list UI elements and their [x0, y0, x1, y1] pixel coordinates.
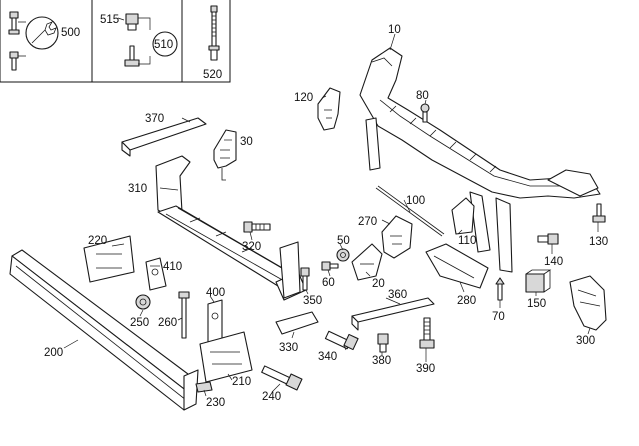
- callout-100: 100: [406, 195, 425, 207]
- callout-310: 310: [128, 183, 147, 195]
- part-210-mount: [199, 331, 253, 383]
- callout-30: 30: [240, 136, 253, 148]
- callout-320: 320: [242, 241, 261, 253]
- callout-400: 400: [206, 287, 225, 299]
- leader-lines: [63, 33, 599, 397]
- part-240-bolt: [261, 365, 303, 391]
- callout-500: 500: [61, 27, 80, 39]
- part-360-strip: [351, 297, 435, 331]
- callout-120: 120: [294, 92, 313, 104]
- part-70-stud: [495, 277, 505, 301]
- part-370-strip: [121, 117, 207, 157]
- part-280-shield: [425, 243, 489, 289]
- part-320-bolt: [243, 221, 271, 233]
- part-230-clip: [195, 381, 213, 393]
- callout-200: 200: [44, 347, 63, 359]
- part-520-stud: [208, 5, 220, 61]
- part-10-upper-crossmember: [359, 47, 601, 273]
- part-310-lower-crossmember: [155, 155, 307, 301]
- callout-230: 230: [206, 397, 225, 409]
- part-390-bolt: [419, 317, 435, 349]
- callout-330: 330: [279, 342, 298, 354]
- part-380-bolt: [377, 333, 389, 353]
- callout-520: 520: [203, 69, 222, 81]
- part-350-bolt: [300, 267, 310, 291]
- callout-60: 60: [322, 277, 335, 289]
- callout-70: 70: [492, 311, 505, 323]
- callout-50: 50: [337, 235, 350, 247]
- callout-110: 110: [458, 235, 476, 247]
- part-330-plate: [275, 311, 319, 335]
- part-20-bracket: [351, 243, 383, 281]
- part-340-bolt: [324, 330, 359, 351]
- part-250-nut: [135, 294, 151, 310]
- part-120-bracket: [317, 87, 341, 131]
- part-200-bumper-beam: [9, 249, 199, 411]
- callout-510: 510: [154, 39, 173, 51]
- part-220-bracket: [83, 235, 135, 283]
- inset-fastener-kits: [0, 0, 231, 83]
- callout-350: 350: [303, 295, 322, 307]
- part-270-bracket: [381, 215, 413, 259]
- callout-390: 390: [416, 363, 435, 375]
- callout-220: 220: [88, 235, 107, 247]
- callout-270: 270: [358, 216, 377, 228]
- part-260-bolt: [178, 291, 190, 339]
- part-100-rod: [375, 185, 445, 237]
- part-140-bolt: [537, 233, 559, 245]
- callout-300: 300: [576, 335, 595, 347]
- callout-370: 370: [145, 113, 164, 125]
- callout-340: 340: [318, 351, 337, 363]
- part-50-nut: [336, 248, 350, 262]
- part-30-bracket: [213, 129, 237, 181]
- part-300-side-cover: [569, 275, 607, 331]
- callout-515: 515: [100, 14, 119, 26]
- callout-150: 150: [527, 298, 546, 310]
- callout-20: 20: [372, 278, 385, 290]
- callout-360: 360: [388, 289, 407, 301]
- callout-380: 380: [372, 355, 391, 367]
- callout-10: 10: [388, 24, 401, 36]
- part-60-screw: [321, 261, 339, 271]
- kit-500-group: [8, 11, 59, 71]
- callout-410: 410: [163, 261, 182, 273]
- kit-510-group: [117, 13, 178, 67]
- callout-260: 260: [158, 317, 177, 329]
- part-110-bracket: [451, 197, 475, 235]
- callout-250: 250: [130, 317, 149, 329]
- part-150-clip: [525, 269, 552, 293]
- callout-240: 240: [262, 391, 281, 403]
- callout-labels: 10 20 30 50 60 70 80 100 110 120 130 140…: [44, 14, 608, 409]
- callout-130: 130: [589, 236, 608, 248]
- callout-280: 280: [457, 295, 476, 307]
- part-130-bolt: [592, 203, 606, 223]
- callout-140: 140: [544, 256, 563, 268]
- callout-210: 210: [232, 376, 251, 388]
- callout-80: 80: [416, 90, 429, 102]
